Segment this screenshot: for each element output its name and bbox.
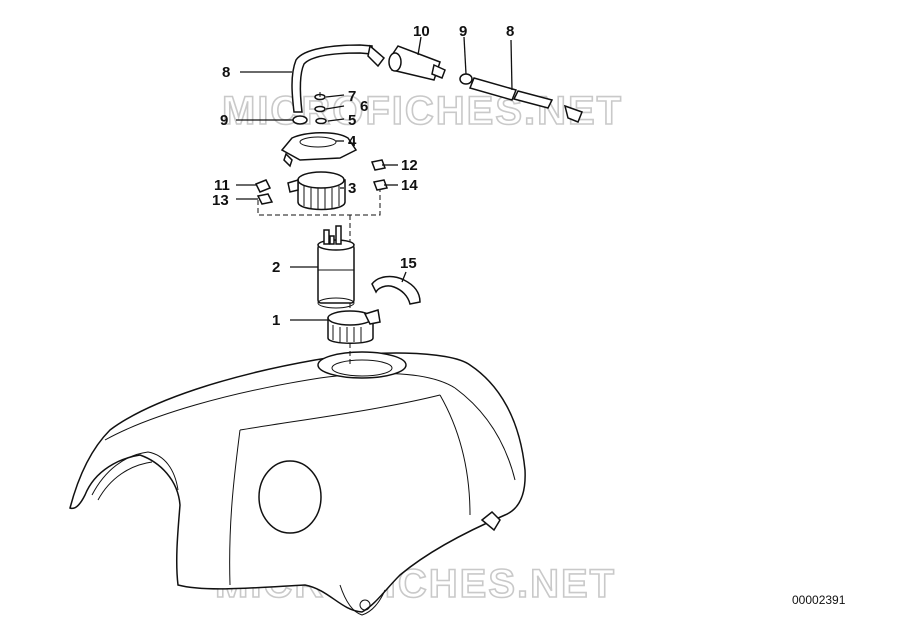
part-hose-clamp-right <box>459 73 473 85</box>
callout-5: 5 <box>348 112 356 129</box>
part-hose-clamp-left <box>292 115 308 125</box>
part-clips-left <box>254 179 274 205</box>
callout-14: 14 <box>401 177 418 194</box>
part-ring-nut <box>327 309 381 344</box>
callout-4: 4 <box>348 133 357 150</box>
callout-10: 10 <box>413 23 430 40</box>
bracket-axis <box>257 190 381 216</box>
callout-6: 6 <box>360 98 368 115</box>
part-hardware-stack <box>314 92 327 125</box>
callout-9-right: 9 <box>459 23 467 40</box>
part-strainer <box>287 171 346 211</box>
part-fuel-filter <box>388 45 446 81</box>
watermark-top: MICROFICHES.NET <box>222 89 623 133</box>
part-fuel-hose-left <box>291 44 386 113</box>
callout-2: 2 <box>272 259 280 276</box>
callout-3: 3 <box>348 180 356 197</box>
callout-12: 12 <box>401 157 418 174</box>
callout-labels: 1 2 3 4 5 6 7 8 8 9 9 10 11 12 13 14 15 <box>212 23 514 329</box>
callout-9-left: 9 <box>220 112 228 129</box>
callout-8-right: 8 <box>506 23 514 40</box>
callout-8-left: 8 <box>222 64 230 81</box>
callout-13: 13 <box>212 192 229 209</box>
callout-15: 15 <box>400 255 417 272</box>
part-fuel-pump <box>317 225 355 309</box>
figure-code: 00002391 <box>792 593 846 607</box>
part-flange-cover <box>280 132 358 168</box>
callout-11: 11 <box>214 177 230 194</box>
callout-7: 7 <box>348 88 356 105</box>
fuel-tank <box>69 351 526 616</box>
callout-1: 1 <box>272 312 280 329</box>
part-clips-right <box>370 159 389 191</box>
part-return-hose <box>371 275 421 305</box>
leader-lines <box>236 36 513 321</box>
part-fuel-hose-right <box>468 77 583 123</box>
